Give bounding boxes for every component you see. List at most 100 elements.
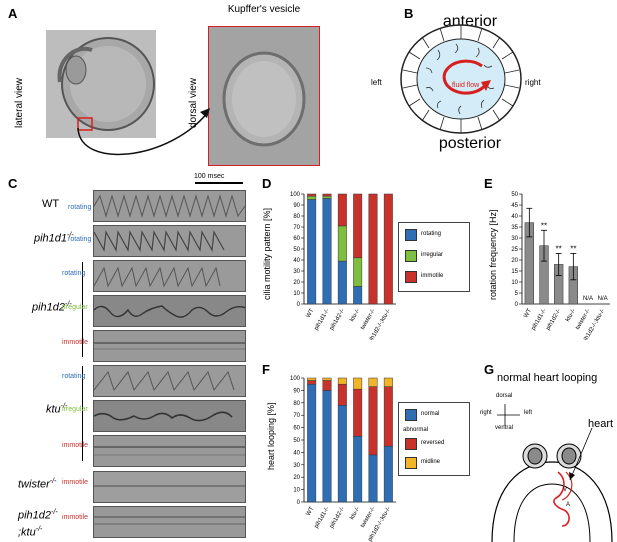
x-tick-label: pih1d1-/- <box>314 506 331 530</box>
legend-swatch-irregular <box>405 250 417 262</box>
bar-midline <box>368 377 378 387</box>
kymo-double <box>93 506 246 538</box>
embryo-lateral-image <box>46 30 156 138</box>
na-label: N/A <box>598 296 608 302</box>
y-tick-label: 30 <box>293 463 300 469</box>
kupffer-vesicle-diagram <box>400 24 522 134</box>
x-tick-label: twister-/- <box>360 506 377 529</box>
y-tick-label: 20 <box>511 258 518 264</box>
y-tick-label: 0 <box>297 500 301 506</box>
zoom-arrow <box>77 108 210 156</box>
row-label-twister: immotile <box>62 479 89 486</box>
bar-immotile <box>368 193 378 305</box>
y-tick-label: 80 <box>293 401 300 407</box>
chart-e: 05101520253035404550WT**pih1d1-/-**pih1d… <box>511 192 610 340</box>
panel-d-label: D <box>262 176 272 191</box>
x-tick-label: pih1d2-/- <box>329 506 346 530</box>
chart-e-ylabel: rotation frequency [Hz] <box>488 209 498 300</box>
legend-abnormal: abnormal <box>403 427 429 433</box>
bar-midline <box>383 377 393 387</box>
bar-reversed <box>322 380 332 391</box>
x-tick-label: ktu-/- <box>349 308 361 323</box>
row-label-pih1d1: rotating <box>68 236 92 243</box>
row-label-pih1d2-rot: rotating <box>62 270 86 277</box>
bar-midline <box>322 377 332 381</box>
bar-normal <box>322 390 332 503</box>
significance-label: ** <box>556 244 562 253</box>
legend-midline: midline <box>421 459 441 465</box>
legend-swatch-midline <box>405 457 417 469</box>
bar-irregular <box>353 257 363 287</box>
fluid-flow-label: fluid flow <box>452 82 480 89</box>
x-tick-label: pih1d2-/- <box>329 308 346 332</box>
y-tick-label: 10 <box>511 280 518 286</box>
y-tick-label: 70 <box>293 225 300 231</box>
significance-label: ** <box>541 221 547 230</box>
legend-swatch-immotile <box>405 271 417 283</box>
kymo-wave <box>94 194 245 218</box>
bar-reversed <box>368 386 378 456</box>
kymo-ktu-irr <box>93 400 246 432</box>
bar-normal <box>337 405 347 503</box>
bar-immotile <box>383 193 393 305</box>
x-tick-label: pih1d1-/- <box>314 308 331 332</box>
y-tick-label: 30 <box>511 236 518 242</box>
bar-normal <box>307 383 317 503</box>
row-label-ktu-imm: immotile <box>62 442 89 449</box>
bar-midline <box>337 377 347 385</box>
y-tick-label: 50 <box>293 247 300 253</box>
y-tick-label: 10 <box>293 291 300 297</box>
y-tick-label: 0 <box>515 302 519 308</box>
bar-normal <box>383 445 393 503</box>
legend-normal: normal <box>421 411 440 417</box>
panel-b-label: B <box>404 6 414 21</box>
bar-midline <box>353 377 363 390</box>
bar-rotating <box>353 286 363 305</box>
legend-immotile: immotile <box>421 273 444 279</box>
panel-g-label: G <box>484 362 495 377</box>
y-tick-label: 15 <box>511 269 518 275</box>
row-label-pih1d2-imm: immotile <box>62 339 89 346</box>
bar-irregular <box>337 225 347 262</box>
y-tick-label: 45 <box>511 203 518 209</box>
legend-swatch-normal <box>405 409 417 421</box>
kymo-pih1d2-rot <box>93 260 246 292</box>
y-tick-label: 25 <box>511 247 518 253</box>
chart-f: 0102030405060708090100WTpih1d1-/-pih1d2-… <box>290 376 396 542</box>
chart-d-ylabel: cilia motility pattern [%] <box>262 207 272 300</box>
heart-diagram <box>491 404 613 542</box>
bracket-pih1d2 <box>82 262 83 357</box>
bar-rotating <box>322 198 332 305</box>
bar-normal <box>368 454 378 503</box>
posterior-label: posterior <box>438 135 502 152</box>
lateral-view-label: lateral view <box>14 77 25 128</box>
kupffer-vesicle-title: Kupffer's vesicle <box>227 4 301 15</box>
bar-reversed <box>307 380 317 385</box>
row-label-pih1d2-irr: irregular <box>62 304 88 311</box>
legend-rotating: rotating <box>421 231 442 237</box>
bar-reversed <box>353 388 363 437</box>
x-tick-label: ktu-/- <box>565 308 577 323</box>
y-tick-label: 60 <box>293 236 300 242</box>
bar-midline <box>307 377 317 381</box>
chart-d-legend: rotating irregular immotile <box>398 222 470 292</box>
y-tick-label: 0 <box>297 302 301 308</box>
chart-f-ylabel: heart looping [%] <box>266 402 276 470</box>
bar-immotile <box>337 193 347 227</box>
panel-f-label: F <box>262 362 270 377</box>
x-tick-label: ktu-/- <box>349 506 361 521</box>
bar-immotile <box>307 193 317 197</box>
atrium-label: A <box>566 502 571 508</box>
right-label: right <box>525 78 541 87</box>
bar-reversed <box>337 383 347 406</box>
kymo-pih1d2-imm <box>93 330 246 362</box>
scale-bar <box>195 182 243 184</box>
row-label-ktu-irr: irregular <box>62 406 88 413</box>
kymo-pih1d2-irr <box>93 295 246 327</box>
axis-right: right <box>480 410 492 416</box>
bar-rotating <box>337 260 347 305</box>
na-label: N/A <box>583 296 593 302</box>
axis-left: left <box>524 410 533 416</box>
left-label: left <box>371 78 382 87</box>
heart-looping-title: normal heart looping <box>497 372 598 384</box>
